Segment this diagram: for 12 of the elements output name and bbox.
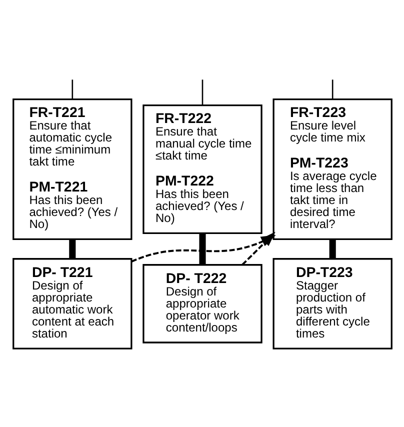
connector <box>71 80 73 100</box>
connector <box>331 80 333 100</box>
node-box: DP-T223 Stagger production of parts with different cycle times <box>272 258 392 350</box>
connector <box>328 240 336 259</box>
node-box: FR-T222 Ensure that manual cycle time ≤takt time PM-T222 Has this been achieved? (Yes / No) <box>142 104 262 234</box>
connector <box>201 80 203 106</box>
node-box: DP- T222 Design of appropriate operator work content/loops <box>142 264 262 344</box>
node-box: FR-T223 Ensure level cycle time mix PM-T223 Is average cycle time less than takt time in desired time interval? <box>272 98 392 240</box>
node-box: FR-T221 Ensure that automatic cycle time ≤minimum takt time PM-T221 Has this been achieved? (Yes / No) <box>12 98 132 240</box>
connector <box>68 240 76 259</box>
connector <box>198 233 206 265</box>
node-box: DP- T221 Design of appropriate automatic work content at each station <box>12 258 132 350</box>
